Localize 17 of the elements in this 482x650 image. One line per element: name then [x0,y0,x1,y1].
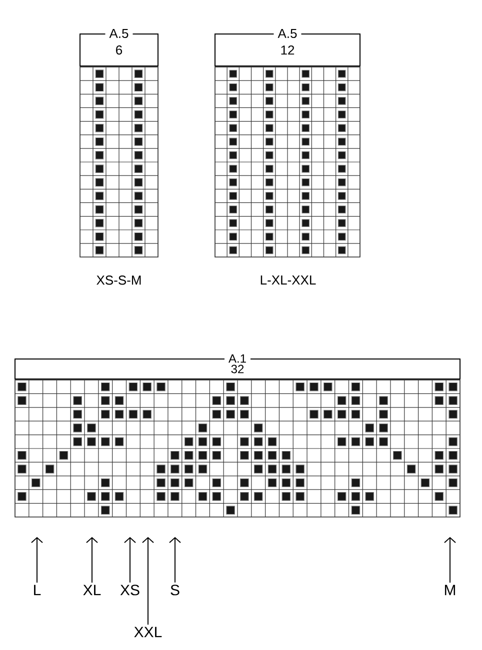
arrow [31,537,43,584]
chart-header-box: 6 A.5 [80,28,158,66]
size-caption: L-XL-XXL [260,276,316,284]
size-caption: XS-S-M [96,276,141,285]
arrow [124,537,136,583]
chart-header-box: 12 A.5 [214,28,360,66]
size-label: XS [120,584,140,596]
size-label: XXL [134,626,162,638]
arrow [169,537,181,583]
size-label: L [34,584,41,596]
arrow [444,537,456,584]
chart-header-box: 32 A.1 [14,353,460,380]
size-label: S [170,584,180,596]
arrow [86,537,98,584]
size-label: XL [83,584,101,596]
arrow [142,537,154,626]
size-label: M [444,584,456,596]
